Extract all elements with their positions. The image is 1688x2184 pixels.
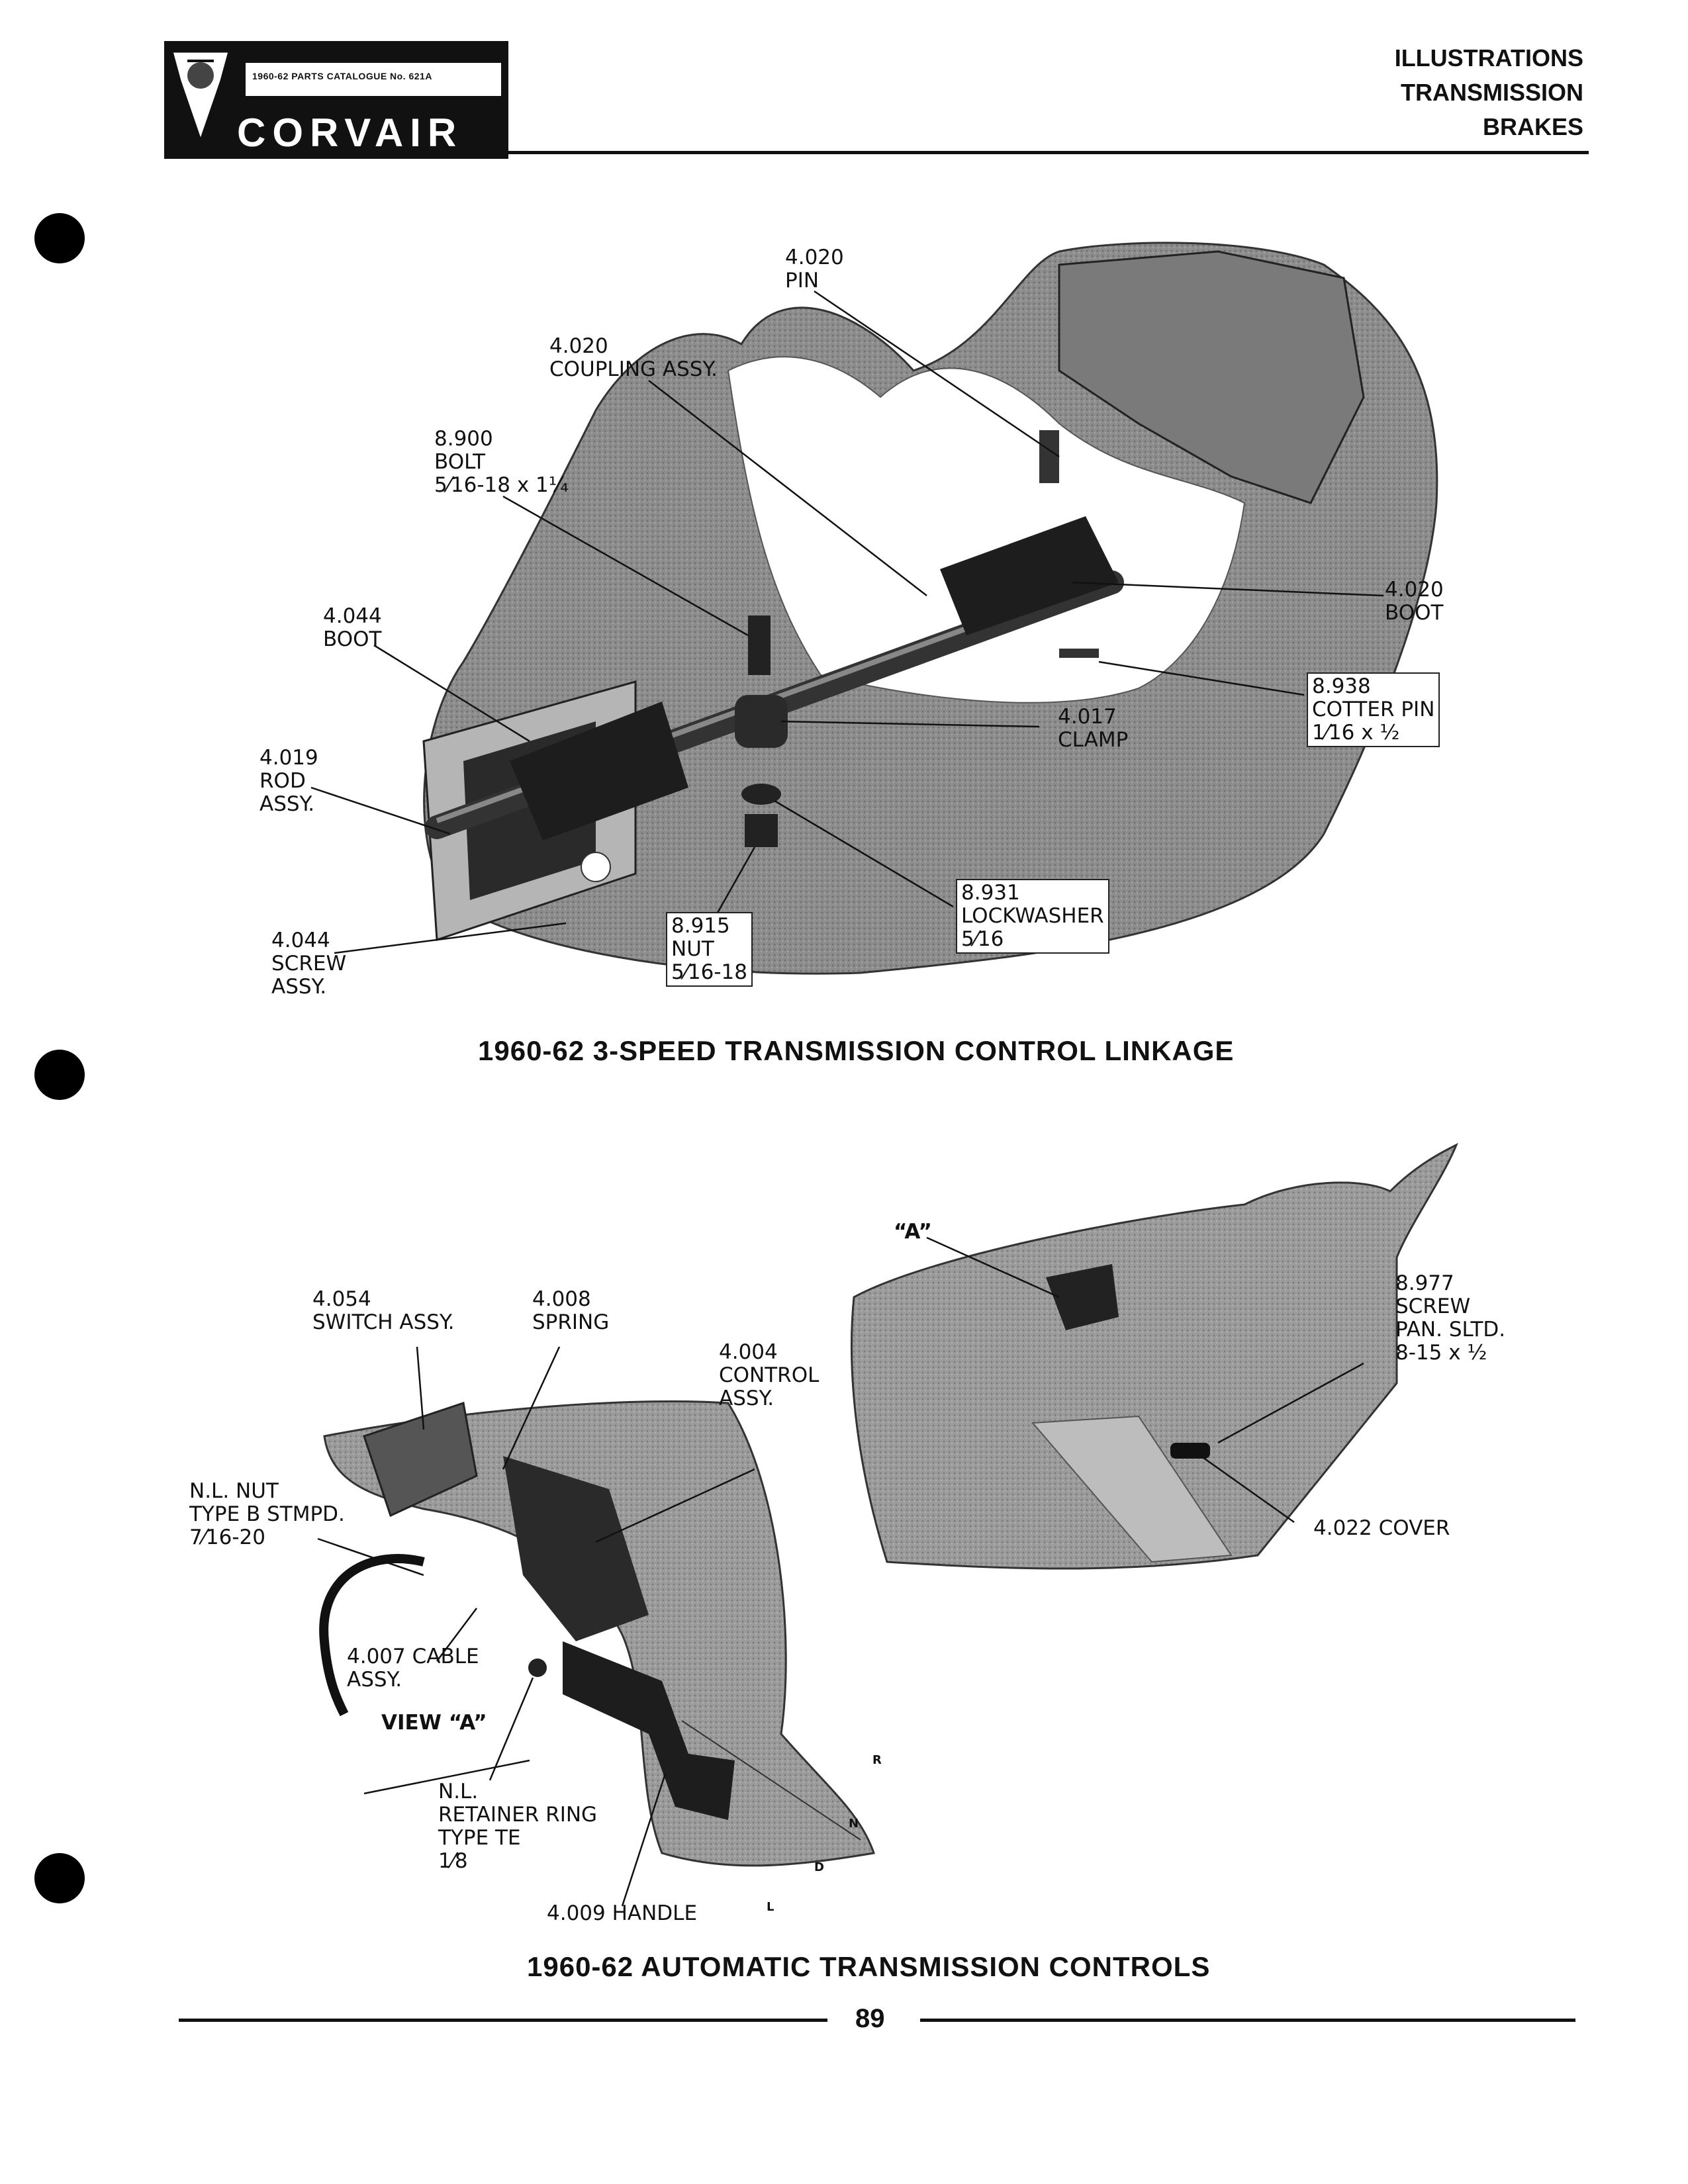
binder-hole-middle <box>34 1050 85 1100</box>
gear-scale <box>681 1720 861 1841</box>
callout-view-marker: “A” <box>894 1220 932 1244</box>
callout-cover: 4.022 COVER <box>1313 1516 1450 1540</box>
retainer-ring <box>528 1659 547 1677</box>
footer-rule-left <box>179 2019 827 2022</box>
view-a-marker <box>1046 1264 1119 1330</box>
lockwasher <box>741 784 781 805</box>
floor-panel <box>851 1142 1458 1570</box>
section-brakes: BRAKES <box>1482 113 1583 140</box>
bracket-hole <box>581 852 611 882</box>
gear-n: N <box>849 1817 859 1831</box>
clamp <box>735 695 788 748</box>
nut <box>745 814 778 847</box>
view-a-label: VIEW “A” <box>381 1711 487 1735</box>
catalogue-label-box: 1960-62 PARTS CATALOGUE No. 621A <box>244 61 503 98</box>
handle <box>563 1641 735 1820</box>
callout-handle: 4.009 HANDLE <box>547 1901 698 1925</box>
gear-r: R <box>872 1753 882 1767</box>
cover <box>1170 1443 1210 1459</box>
control-assy <box>503 1456 649 1641</box>
tunnel-opening <box>727 356 1246 704</box>
page-number: 89 <box>855 2004 885 2033</box>
gear-d: D <box>814 1860 824 1874</box>
left-boot <box>510 702 688 841</box>
binder-hole-top <box>34 213 85 263</box>
linkage-illustration <box>310 242 1438 975</box>
footer-rule-right <box>920 2019 1575 2022</box>
switch-assy <box>363 1402 478 1518</box>
brand-band <box>164 103 508 159</box>
automatic-controls-illustration <box>317 1142 1458 1907</box>
header-rule <box>508 151 1589 154</box>
transmission-housing <box>1058 250 1365 504</box>
bolt <box>748 615 771 675</box>
brand-name: CORVAIR <box>237 111 463 155</box>
pin <box>1039 430 1059 483</box>
crest-icon <box>171 50 230 144</box>
gear-l: L <box>767 1900 774 1914</box>
section-transmission: TRANSMISSION <box>1400 79 1583 106</box>
figure1-caption: 1960-62 3-SPEED TRANSMISSION CONTROL LIN… <box>478 1035 1235 1066</box>
right-boot <box>940 516 1119 635</box>
corvair-logo-block: 1960-62 PARTS CATALOGUE No. 621A CORVAIR <box>164 41 508 159</box>
figure2-caption: 1960-62 AUTOMATIC TRANSMISSION CONTROLS <box>527 1951 1211 1982</box>
binder-hole-bottom <box>34 1853 85 1903</box>
cotter-pin <box>1059 649 1099 658</box>
console-surface <box>323 1400 875 1867</box>
catalogue-label: 1960-62 PARTS CATALOGUE No. 621A <box>252 71 432 81</box>
section-illustrations: ILLUSTRATIONS <box>1394 44 1583 71</box>
cable <box>319 1554 425 1717</box>
